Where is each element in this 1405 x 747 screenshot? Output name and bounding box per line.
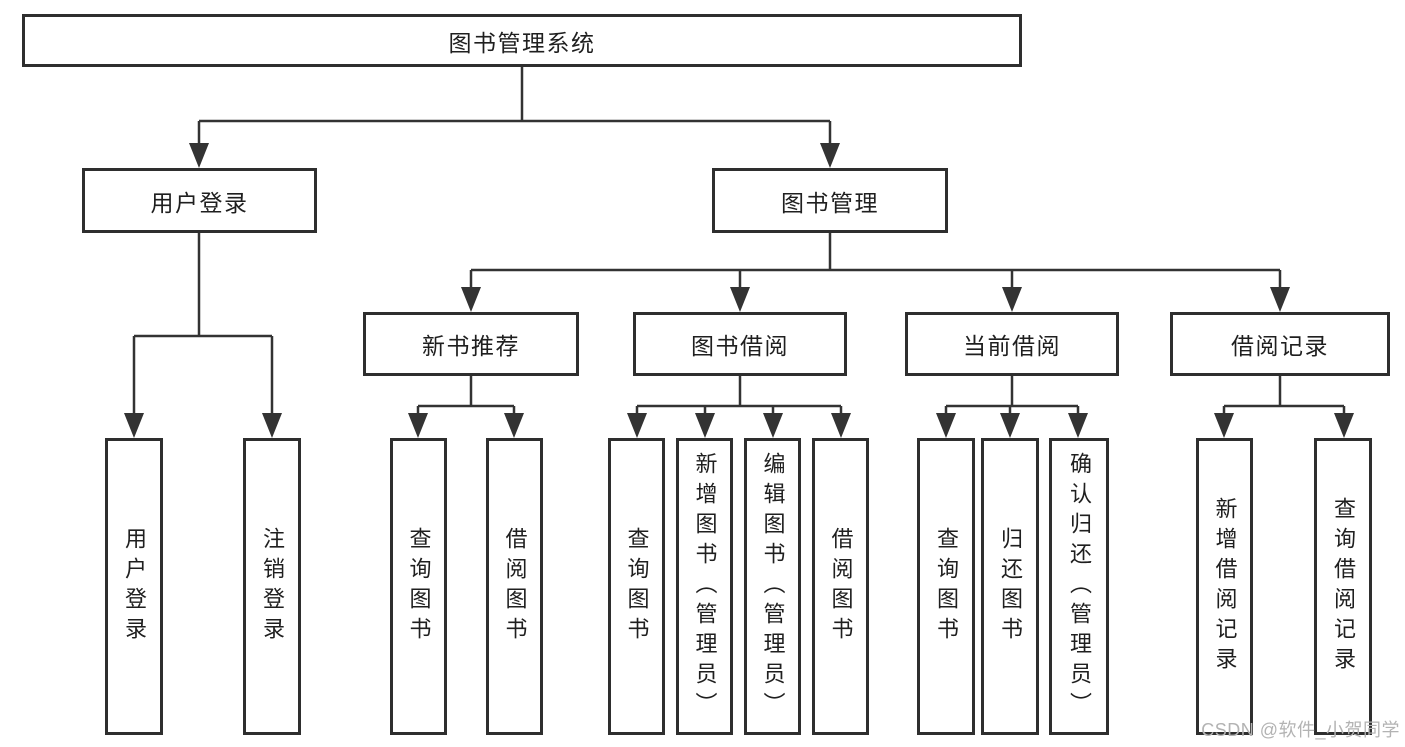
leaf-query-borrow-record: 查询借阅记录 (1314, 438, 1372, 735)
node-user-login-branch: 用户登录 (82, 168, 317, 233)
leaf-recommend-query-book: 查询图书 (390, 438, 447, 735)
leaf-borrowing-borrow-book-label: 借阅图书 (828, 526, 854, 647)
node-current-borrowing: 当前借阅 (905, 312, 1119, 376)
leaf-add-book-admin: 新增图书（管理员） (676, 438, 733, 735)
csdn-watermark: CSDN @软件_小贺同学 (1201, 720, 1400, 740)
leaf-edit-book-admin-label: 编辑图书（管理员） (760, 451, 786, 722)
node-user-login-branch-label: 用户登录 (150, 189, 249, 216)
leaf-logout: 注销登录 (243, 438, 301, 735)
leaf-user-login: 用户登录 (105, 438, 163, 735)
node-current-borrowing-label: 当前借阅 (963, 333, 1061, 359)
leaf-user-login-label: 用户登录 (122, 526, 147, 647)
arrowheads (124, 143, 1354, 438)
leaf-return-book-label: 归还图书 (998, 526, 1023, 647)
leaf-add-book-admin-label: 新增图书（管理员） (692, 451, 718, 722)
leaf-current-query-book-label: 查询图书 (934, 526, 959, 647)
node-book-borrowing: 图书借阅 (633, 312, 847, 376)
leaf-logout-label: 注销登录 (260, 526, 285, 647)
node-new-book-recommend: 新书推荐 (363, 312, 579, 376)
node-library-system: 图书管理系统 (22, 14, 1022, 67)
leaf-edit-book-admin: 编辑图书（管理员） (744, 438, 801, 735)
leaf-borrowing-query-book-label: 查询图书 (624, 526, 650, 647)
leaf-recommend-borrow-book-label: 借阅图书 (502, 526, 528, 647)
leaf-return-book: 归还图书 (981, 438, 1039, 735)
leaf-borrowing-query-book: 查询图书 (608, 438, 665, 735)
leaf-confirm-return-admin: 确认归还（管理员） (1049, 438, 1109, 735)
node-borrowing-records: 借阅记录 (1170, 312, 1390, 376)
node-book-borrowing-label: 图书借阅 (691, 333, 789, 359)
tree-edges (132, 66, 1346, 414)
leaf-confirm-return-admin-label: 确认归还（管理员） (1067, 451, 1092, 722)
leaf-add-borrow-record: 新增借阅记录 (1196, 438, 1253, 735)
leaf-recommend-query-book-label: 查询图书 (406, 526, 432, 647)
leaf-add-borrow-record-label: 新增借阅记录 (1212, 496, 1238, 677)
node-book-management-branch-label: 图书管理 (781, 189, 879, 216)
leaf-recommend-borrow-book: 借阅图书 (486, 438, 543, 735)
leaf-borrowing-borrow-book: 借阅图书 (812, 438, 869, 735)
node-library-system-label: 图书管理系统 (448, 29, 596, 56)
node-borrowing-records-label: 借阅记录 (1231, 333, 1329, 359)
node-book-management-branch: 图书管理 (712, 168, 948, 233)
node-new-book-recommend-label: 新书推荐 (422, 333, 520, 359)
leaf-current-query-book: 查询图书 (917, 438, 975, 735)
leaf-query-borrow-record-label: 查询借阅记录 (1331, 496, 1356, 677)
